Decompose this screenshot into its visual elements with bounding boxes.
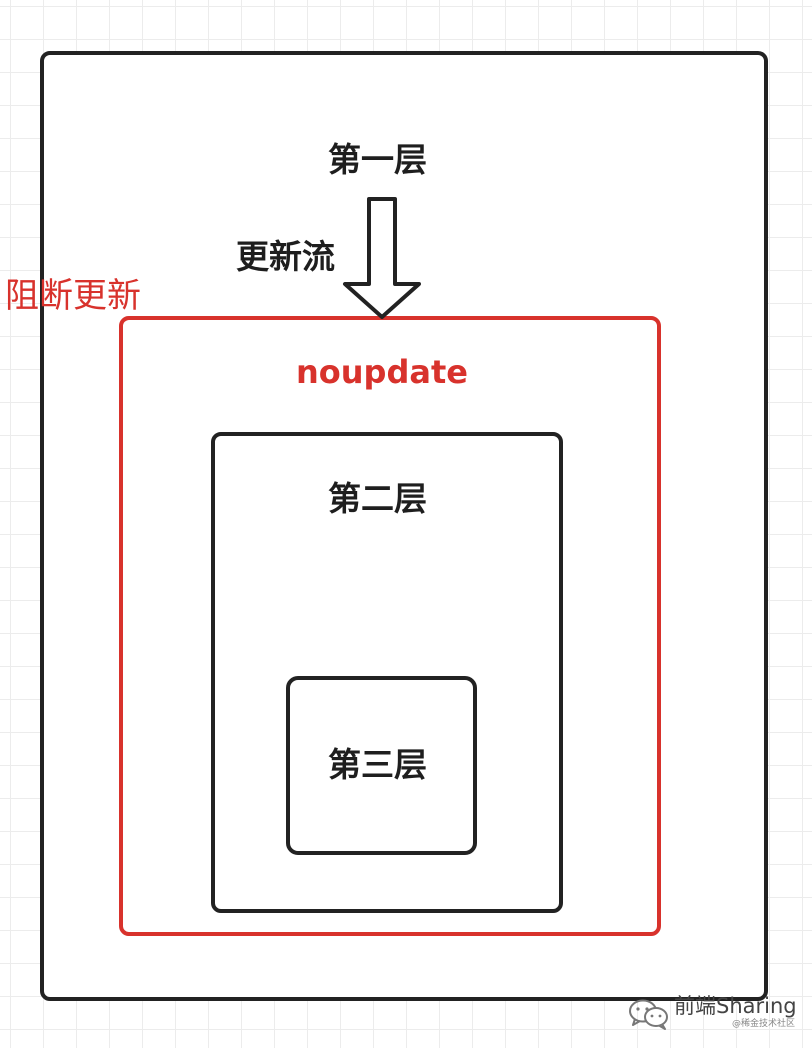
wechat-icon — [629, 999, 668, 1030]
update-flow-label: 更新流 — [236, 237, 335, 276]
watermark-name: 前端Sharing — [674, 994, 797, 1018]
block-update-label: 阻断更新 — [5, 276, 141, 316]
noupdate-label: noupdate — [296, 353, 468, 391]
layer2-box — [211, 432, 563, 913]
layer3-label: 第三层 — [328, 745, 427, 784]
watermark: 前端Sharing @稀金技术社区 — [628, 996, 798, 1036]
update-flow-arrow — [343, 197, 421, 319]
watermark-sub: @稀金技术社区 — [732, 1019, 796, 1029]
layer2-label: 第二层 — [328, 479, 427, 518]
layer3-box — [286, 676, 477, 855]
layer1-label: 第一层 — [328, 140, 427, 179]
